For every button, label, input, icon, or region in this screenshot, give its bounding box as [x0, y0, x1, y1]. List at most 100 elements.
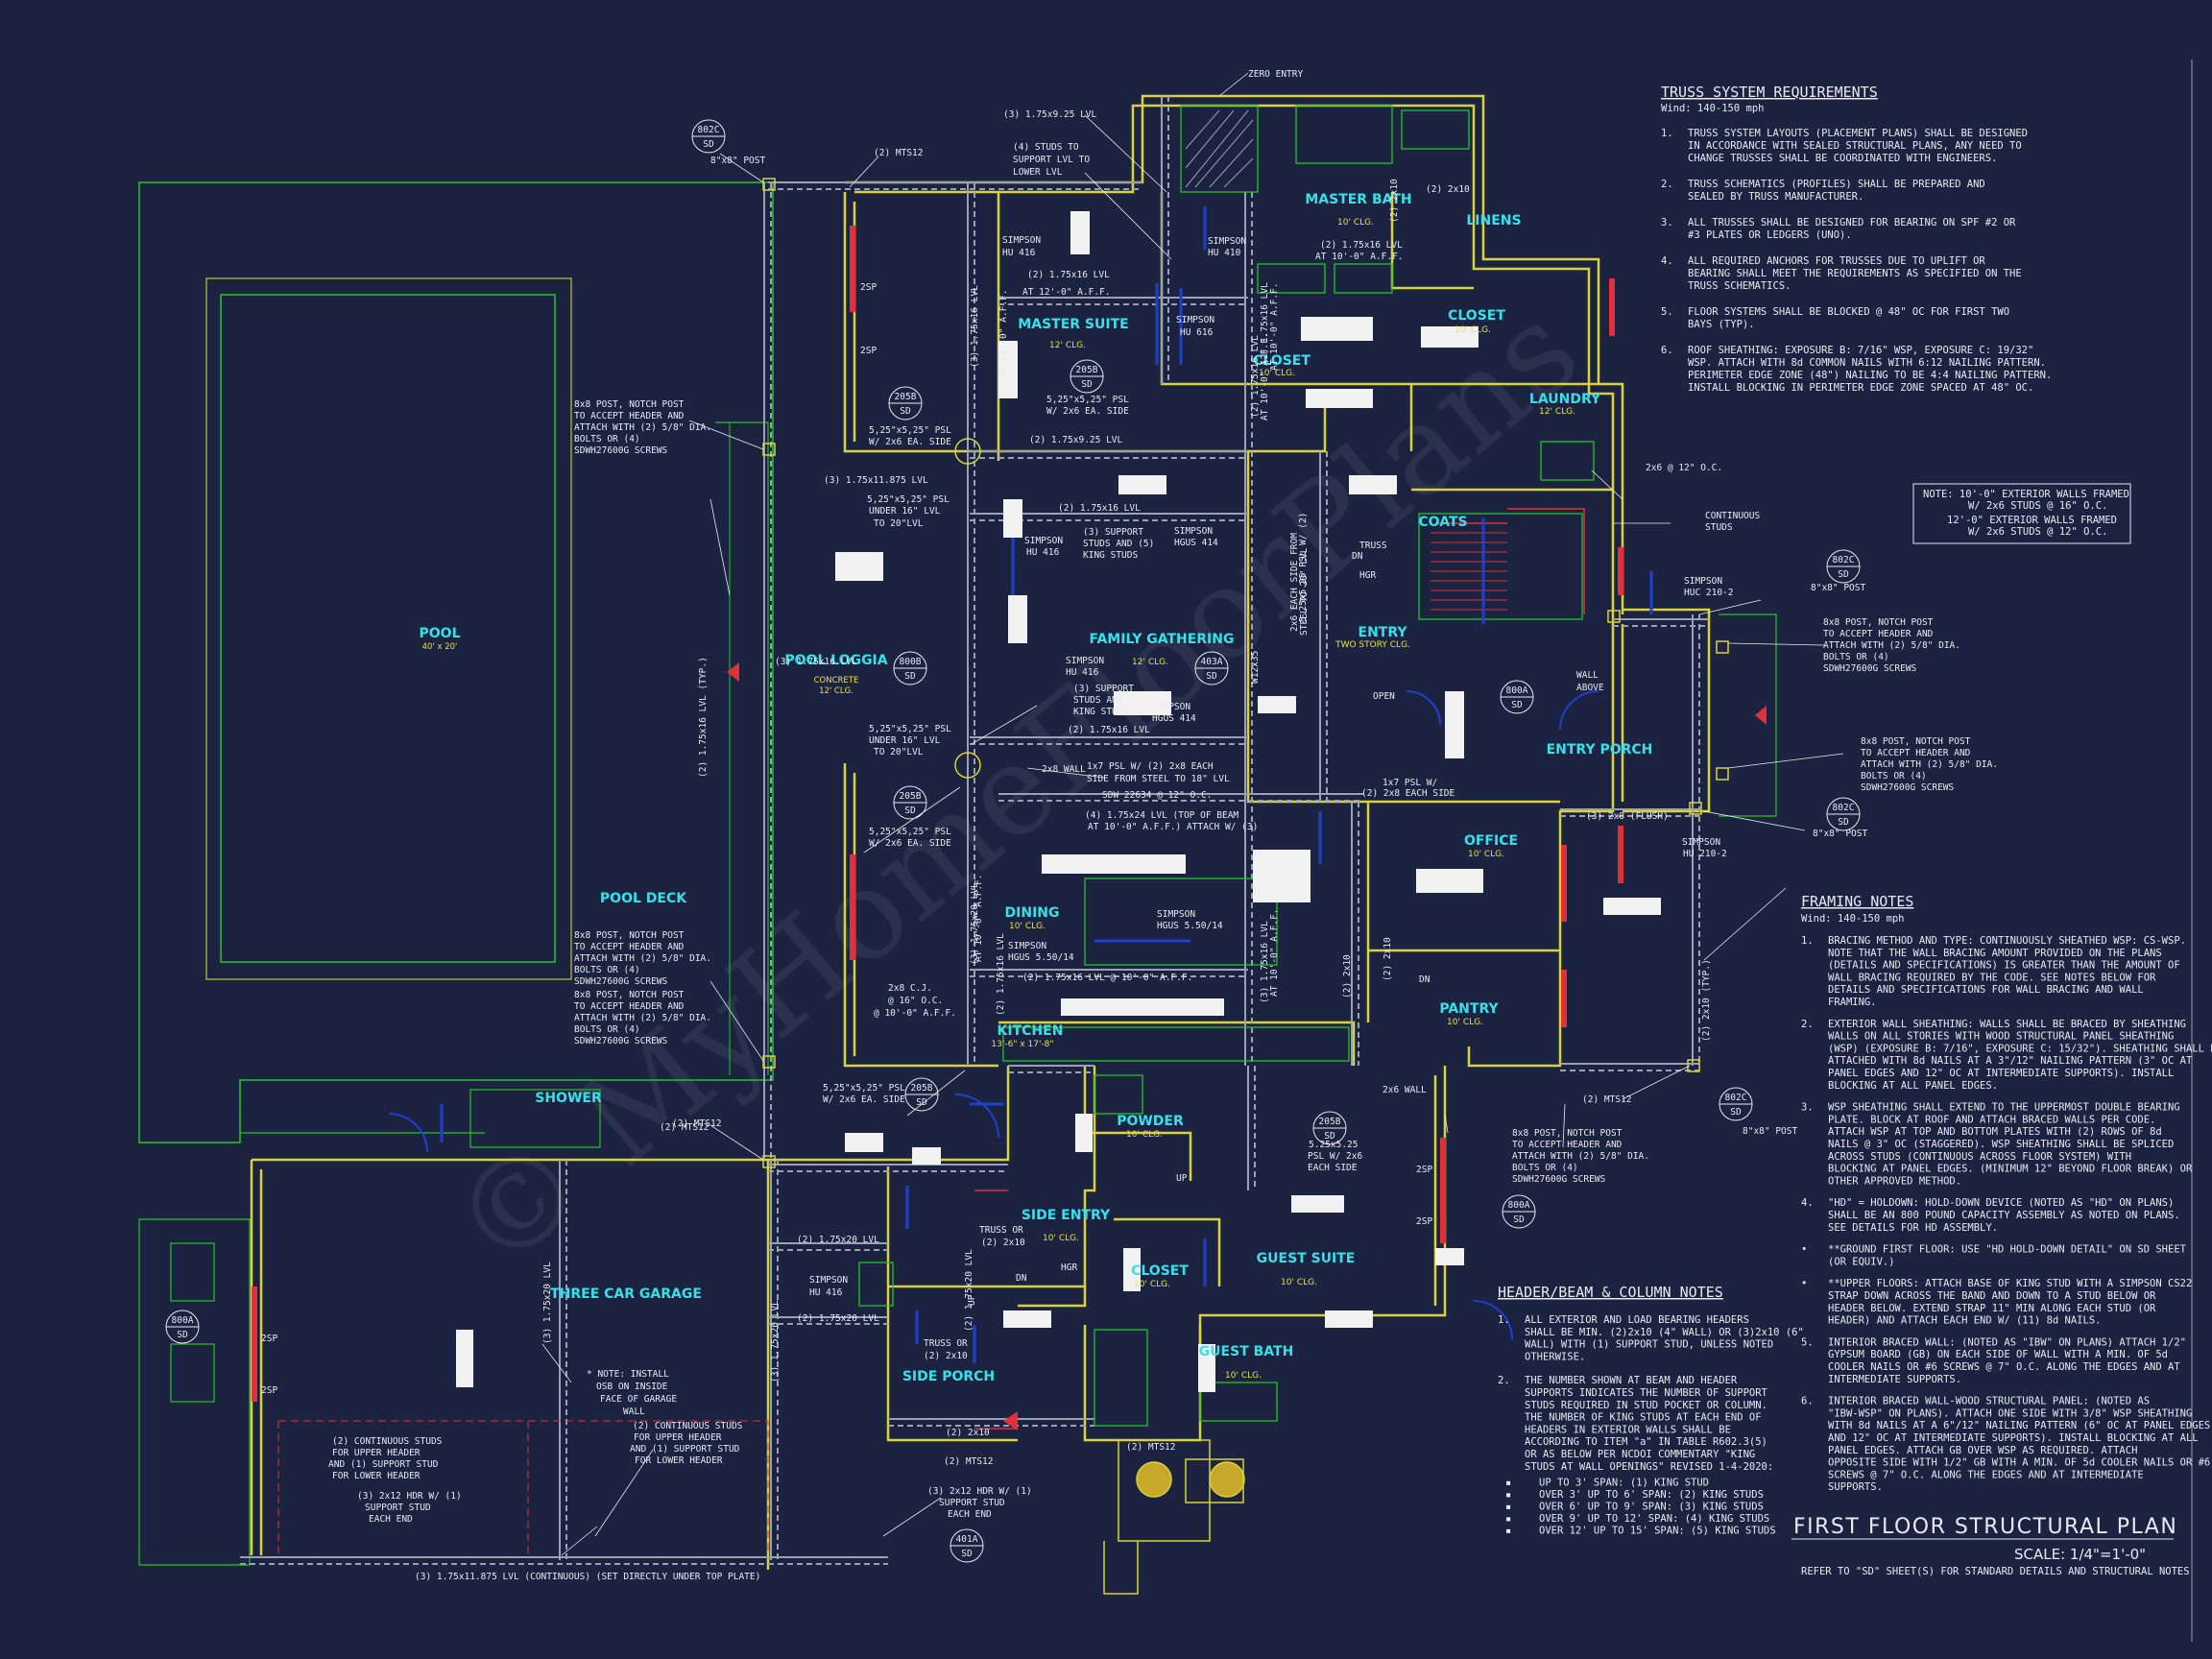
framing-note-line: COOLER NAILS OR #6 SCREWS @ 7" O.C. ALON…: [1828, 1361, 2180, 1373]
structural-annotation: 1x7 PSL W/ (2) 2x8 EACH: [1087, 761, 1214, 772]
callout-detail-number: 403A: [1201, 657, 1223, 667]
truss-note-line: BAYS (TYP).: [1688, 319, 1755, 330]
structural-annotation: (2) 2x10: [1342, 954, 1353, 998]
structural-annotation: (2) MTS12: [944, 1456, 993, 1467]
sheet-scale: SCALE: 1/4"=1'-0": [2014, 1546, 2146, 1563]
pool-coping: [205, 277, 572, 980]
truss-notes-items: 1.TRUSS SYSTEM LAYOUTS (PLACEMENT PLANS)…: [1661, 128, 2052, 394]
callout-sheet: SD: [904, 671, 916, 682]
kitchen-wall: [998, 1021, 1356, 1066]
wall-framing-note-box: [1912, 483, 2131, 544]
structural-annotation: 2x6 EACH SIDE FROM: [1289, 533, 1300, 632]
structural-annotation: TO ACCEPT HEADER AND: [1512, 1140, 1623, 1150]
framing-note-line: SCREWS @ 7" O.C. ALONG THE EDGES AND AT …: [1828, 1469, 2144, 1480]
structural-annotation: W/ 2x6 EA. SIDE: [1046, 406, 1129, 417]
structural-annotation: BOLTS OR (4): [1823, 652, 1889, 662]
header-note-line: HEADERS IN EXTERIOR WALLS SHALL BE: [1525, 1424, 1731, 1435]
truss-note-line: CHANGE TRUSSES SHALL BE COORDINATED WITH…: [1688, 153, 1997, 164]
callout-sheet: SD: [1206, 671, 1217, 682]
guest-shower: [1094, 1329, 1148, 1427]
room-name-master-suite: MASTER SUITE: [1018, 317, 1128, 332]
posts: [762, 178, 1729, 1168]
callout-detail-number: 800A: [1508, 1200, 1530, 1211]
framing-note-line: ATTACH WSP AT TOP AND BOTTOM PLATES WITH…: [1828, 1126, 2162, 1138]
structural-annotation: BOLTS OR (4): [574, 434, 640, 445]
structural-annotation: AT 10'-0" A.F.F.: [1260, 332, 1270, 421]
room-name-guest-suite: GUEST SUITE: [1257, 1251, 1356, 1266]
beam-h-12: [240, 1556, 888, 1565]
structural-annotation: (2) 2x10: [946, 1428, 990, 1438]
structural-annotation: ATTACH WITH (2) 5/8" DIA.: [1823, 640, 1960, 651]
structural-annotation: ATTACH WITH (2) 5/8" DIA.: [1512, 1151, 1649, 1162]
room-name-closet-2: CLOSET: [1253, 353, 1310, 369]
structural-annotation: FOR UPPER HEADER: [634, 1432, 722, 1443]
structural-annotation: (3) 2x12 HDR W/ (1): [357, 1491, 462, 1502]
header-note-bullet: UP TO 3' SPAN: (1) KING STUD: [1539, 1478, 1709, 1489]
callout-detail-number: 802C: [1725, 1093, 1747, 1103]
room-clg-laundry: 12' CLG.: [1539, 407, 1575, 417]
structural-annotation: STUDS AND (5): [1073, 695, 1144, 706]
structural-annotation: SIMPSON: [1157, 909, 1195, 920]
structural-annotation: AND (1) SUPPORT STUD: [630, 1444, 740, 1455]
structural-annotation: SUPPORT STUD: [365, 1503, 431, 1513]
structural-annotation: TO ACCEPT HEADER AND: [1861, 748, 1971, 758]
structural-annotation: HU 616: [1180, 327, 1214, 338]
structural-annotation: W/ 2x6 EA. SIDE: [823, 1094, 905, 1105]
structural-annotation: ATTACH WITH (2) 5/8" DIA.: [574, 953, 711, 964]
pool-water-edge: [220, 294, 556, 963]
title-block: FIRST FLOOR STRUCTURAL PLAN SCALE: 1/4"=…: [1791, 1515, 2190, 1577]
room-name-closet-3: CLOSET: [1131, 1263, 1189, 1279]
structural-annotation: PSL W/ 2x6: [1308, 1151, 1362, 1162]
structural-annotation: STEEL TO 20" LVL: [1299, 547, 1310, 636]
header-note-line: SUPPORTS INDICATES THE NUMBER OF SUPPORT: [1525, 1387, 1768, 1399]
structural-annotation: (3) 2x8 (FLUSH): [1586, 811, 1669, 822]
callout-detail-number: 205B: [895, 392, 917, 402]
structural-annotation: W12x35: [1250, 651, 1261, 684]
structural-annotation: FOR UPPER HEADER: [332, 1448, 421, 1458]
structural-annotation: (4) STUDS TO: [1013, 142, 1079, 153]
beam-h-6: [998, 793, 1363, 802]
callout-sheet: SD: [1838, 817, 1849, 828]
structural-annotation: (2) MTS12: [660, 1122, 709, 1133]
room-name-pantry: PANTRY: [1439, 1001, 1499, 1017]
framing-note-line: AND 12" OC AT INTERMEDIATE SUPPORTS). IN…: [1828, 1432, 2199, 1444]
structural-annotation: (3) 1.75x20 LVL: [770, 1300, 781, 1382]
header-note-number: 2.: [1498, 1375, 1510, 1386]
beam-v-9: [1692, 614, 1700, 1066]
room-clg-closet-2: 10' CLG.: [1259, 369, 1295, 378]
structural-annotation: HGUS 5.50/14: [1157, 921, 1223, 931]
framing-note-line: OPPOSITE SIDE WITH 1/2" GB WITH A MIN. O…: [1828, 1457, 2210, 1469]
structural-annotation: (2) 2x10: [1382, 937, 1393, 981]
framing-note-line: HEADER BELOW. EXTEND STRAP 11" MIN ALONG…: [1828, 1303, 2156, 1314]
structural-annotation: 2x8 WALL: [1042, 764, 1086, 775]
callout-detail-number: 800A: [1506, 685, 1528, 696]
structural-annotation: 8"x8" POST: [1743, 1126, 1797, 1137]
structural-annotation: (2) 1.75x9.25 LVL: [1029, 435, 1123, 445]
beam-v-1: [967, 182, 975, 1066]
beam-h-1: [768, 181, 1142, 190]
ac-pad-1: [170, 1242, 215, 1302]
structural-annotation: AT 10'-0" A.F.F.: [1269, 282, 1280, 371]
room-clg-entry: TWO STORY CLG.: [1334, 640, 1410, 650]
room-name-laundry: LAUNDRY: [1529, 392, 1601, 407]
framing-note-line: WSP SHEATHING SHALL EXTEND TO THE UPPERM…: [1828, 1102, 2180, 1114]
room-name-pool: POOL: [420, 626, 461, 641]
structural-annotation: HU 410: [1208, 248, 1241, 258]
master-wing-inner: [854, 104, 1615, 614]
structural-annotation: HGR: [1061, 1262, 1077, 1273]
room-clg-side-entry: 10' CLG.: [1043, 1234, 1079, 1243]
framing-note-line: (OR EQUIV.): [1828, 1256, 1895, 1267]
callout-detail-number: 205B: [1076, 365, 1098, 375]
truss-notes: TRUSS SYSTEM REQUIREMENTS Wind: 140-150 …: [1661, 84, 2052, 394]
truss-note-line: #3 PLATES OR LEDGERS (UNO).: [1688, 229, 1852, 241]
service-wall: [768, 1066, 1010, 1162]
structural-annotation: SDWH27600G SCREWS: [1861, 782, 1955, 793]
header-notes-heading: HEADER/BEAM & COLUMN NOTES: [1498, 1284, 1723, 1301]
structural-annotation: 5,25"x5,25" PSL: [869, 827, 951, 837]
structural-annotation: SIMPSON: [1008, 941, 1046, 951]
structural-annotation: 8x8 POST, NOTCH POST: [574, 990, 685, 1000]
wall-note-line-3: 12'-0" EXTERIOR WALLS FRAMED: [1947, 515, 2117, 526]
callout-detail-number: 205B: [1319, 1117, 1341, 1127]
beam-h-7: [970, 969, 1248, 977]
structural-annotation: 8x8 POST, NOTCH POST: [1823, 617, 1934, 628]
